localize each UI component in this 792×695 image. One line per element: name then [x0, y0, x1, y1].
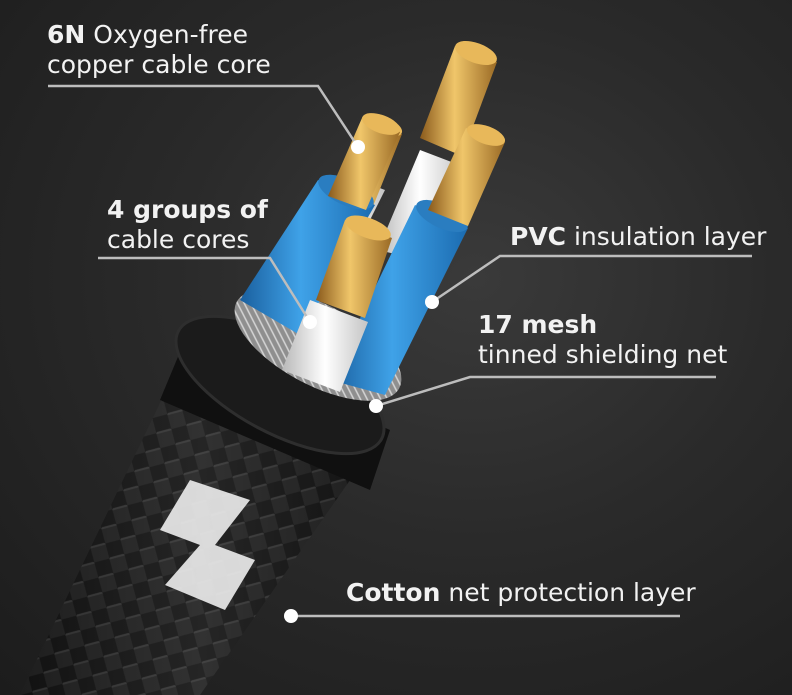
- conductor-blue-right: [330, 124, 506, 395]
- leader-mesh: [375, 375, 716, 408]
- label-cable-groups: 4 groups of cable cores: [107, 195, 268, 255]
- label-cotton-rest: net protection layer: [440, 578, 696, 607]
- label-core-line2: copper cable core: [47, 50, 271, 79]
- label-pvc-rest: insulation layer: [566, 222, 767, 251]
- label-mesh-line2: tinned shielding net: [478, 340, 728, 369]
- label-cotton-bold: Cotton: [346, 578, 441, 607]
- dot-core: [351, 140, 365, 154]
- leader-core: [48, 84, 360, 148]
- label-shielding-mesh: 17 mesh tinned shielding net: [478, 310, 727, 370]
- label-core-rest: Oxygen-free: [85, 20, 248, 49]
- conductor-blue-left: [240, 113, 401, 335]
- label-cotton-layer: Cotton net protection layer: [346, 578, 696, 608]
- label-groups-line2: cable cores: [107, 225, 250, 254]
- label-pvc-bold: PVC: [510, 222, 567, 251]
- label-pvc-insulation: PVC insulation layer: [510, 222, 766, 252]
- label-groups-line1: 4 groups of: [107, 195, 268, 224]
- label-mesh-line1: 17 mesh: [478, 310, 598, 339]
- dot-pvc: [425, 295, 439, 309]
- leader-lines: [48, 84, 752, 618]
- dot-mesh: [369, 399, 383, 413]
- label-copper-core: 6N Oxygen-free copper cable core: [47, 20, 271, 80]
- leader-dots: [284, 140, 439, 623]
- leader-pvc: [431, 254, 752, 304]
- leader-groups: [98, 256, 312, 323]
- dot-groups: [303, 315, 317, 329]
- dot-cotton: [284, 609, 298, 623]
- label-core-bold: 6N: [47, 20, 86, 49]
